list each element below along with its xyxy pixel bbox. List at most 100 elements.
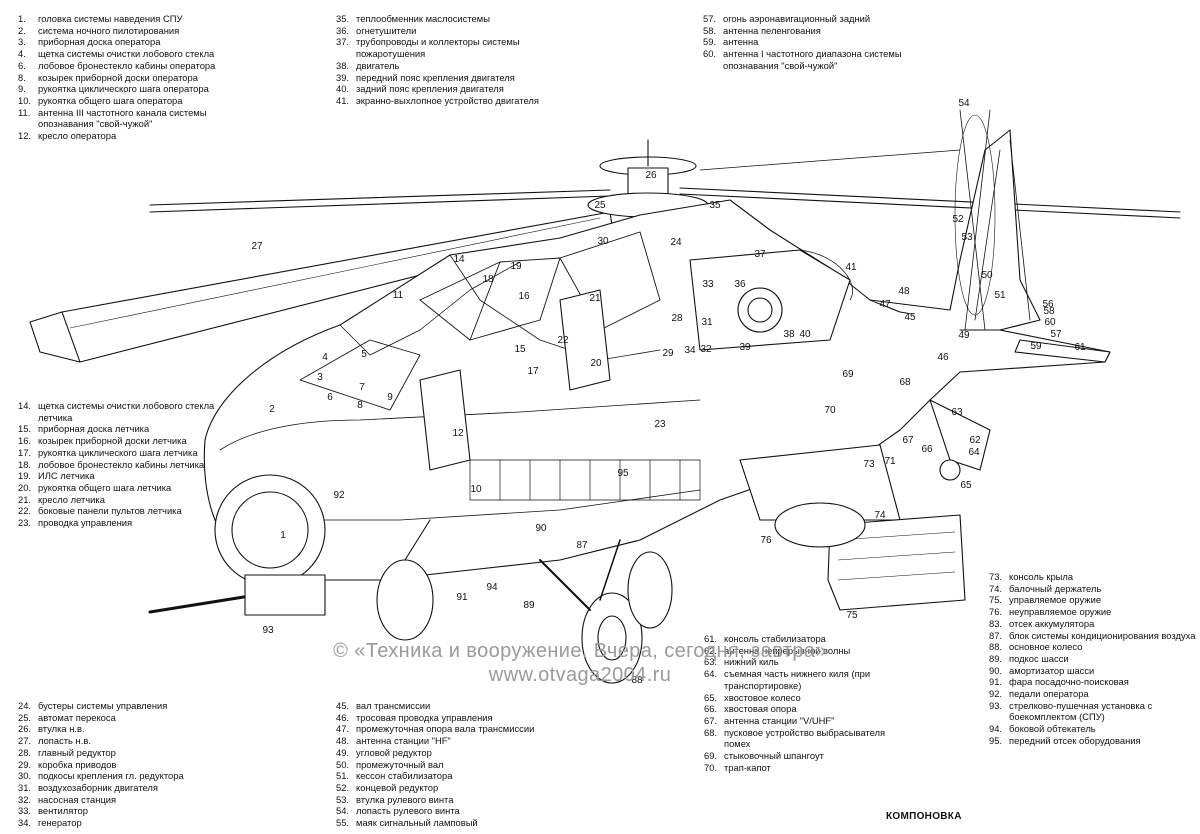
legend-item: 33.вентилятор: [18, 805, 218, 817]
legend-item-number: 31.: [18, 781, 32, 793]
legend-item-number: 53.: [336, 793, 350, 805]
callout-30: 30: [597, 236, 609, 247]
callout-58: 58: [1043, 306, 1055, 317]
legend-item: 51.кессон стабилизатора: [336, 770, 536, 782]
legend-item: 93.стрелково-пушечная установка с боеком…: [989, 700, 1194, 723]
legend-item: 91.фара посадочно-поисковая: [989, 676, 1194, 688]
legend-item: 11.антенна III частотного канала системы…: [18, 107, 218, 130]
legend-item: 68.пусковое устройство выбрасывателя пом…: [704, 727, 904, 750]
legend-item: 89.подкос шасси: [989, 653, 1194, 665]
callout-91: 91: [456, 592, 468, 603]
tail-boom: [869, 129, 1041, 331]
legend-item-text: приборная доска летчика: [38, 423, 150, 435]
legend-item-number: 46.: [336, 711, 350, 723]
legend-item-number: 45.: [336, 700, 350, 711]
legend-item-number: 90.: [989, 664, 1003, 676]
legend-item: 48.антенна станции "HF": [336, 735, 536, 747]
callout-37: 37: [754, 249, 766, 260]
legend-item-text: педали оператора: [1009, 688, 1089, 700]
lower-tail-fin: [929, 399, 991, 471]
legend-item-text: промежуточный вал: [356, 758, 444, 770]
nose-sensor-turret: [214, 474, 326, 586]
callout-31: 31: [701, 317, 713, 328]
legend-item-number: 10.: [18, 94, 32, 106]
legend-item-number: 76.: [989, 606, 1003, 618]
callout-28: 28: [671, 313, 683, 324]
legend-item-number: 63.: [704, 656, 718, 668]
legend-item-number: 39.: [336, 71, 350, 83]
legend-item: 83.отсек аккумулятора: [989, 618, 1194, 630]
callout-59: 59: [1030, 341, 1042, 352]
legend-item: 28.главный редуктор: [18, 747, 218, 759]
callout-69: 69: [842, 369, 854, 380]
callout-88: 88: [631, 675, 643, 686]
callout-38: 38: [783, 329, 795, 340]
legend-item-number: 94.: [989, 723, 1003, 735]
legend-item-text: угловой редуктор: [356, 746, 432, 758]
legend-item-text: хвостовое колесо: [724, 691, 801, 703]
legend-item-number: 49.: [336, 746, 350, 758]
callout-39: 39: [739, 342, 751, 353]
legend-item-text: антенна I частотного диапазона системы о…: [723, 48, 902, 71]
legend-item: 25.автомат перекоса: [18, 712, 218, 724]
legend-item: 52.концевой редуктор: [336, 782, 536, 794]
callout-74: 74: [874, 510, 886, 521]
legend-item-text: трубопроводы и коллекторы системы пожаро…: [356, 36, 520, 60]
callout-89: 89: [523, 600, 535, 611]
legend-item-text: лопасть н.в.: [38, 735, 91, 747]
legend-item-number: 60.: [703, 48, 717, 60]
stabilizer: [1014, 339, 1111, 363]
legend-item: 20.рукоятка общего шага летчика: [18, 482, 218, 494]
callout-64: 64: [968, 447, 980, 458]
legend-item-text: антенна станции "HF": [356, 735, 451, 747]
legend-item-number: 64.: [704, 668, 718, 680]
legend-item: 29.коробка приводов: [18, 759, 218, 771]
legend-item: 41.экранно-выхлопное устройство двигател…: [336, 94, 539, 107]
legend-item: 23.проводка управления: [18, 517, 218, 529]
legend-item-text: экранно-выхлопное устройство двигателя: [356, 94, 539, 106]
legend-item-number: 58.: [703, 24, 717, 36]
legend-item: 17.рукоятка циклического шага летчика: [18, 447, 218, 459]
legend-item: 36.огнетушители: [336, 25, 536, 37]
legend-item-text: головка системы наведения СПУ: [38, 13, 183, 24]
legend-item-text: антенна пеленгования: [723, 24, 821, 36]
legend-item-number: 93.: [989, 699, 1003, 711]
legend-item: 50.промежуточный вал: [336, 759, 536, 771]
callout-54: 54: [958, 98, 970, 109]
legend-item-number: 20.: [18, 481, 32, 493]
legend-item-number: 24.: [18, 700, 32, 711]
legend-item: 9.рукоятка циклического шага оператора: [18, 83, 218, 95]
legend-item-text: антенна: [723, 36, 759, 48]
legend-item-text: главный редуктор: [38, 746, 116, 758]
legend-item: 88.основное колесо: [989, 641, 1194, 653]
callout-29: 29: [662, 348, 674, 359]
legend-item-text: антенна III частотного канала системы оп…: [38, 106, 207, 130]
legend-item-number: 34.: [18, 817, 32, 829]
watermark-copyright: © «Техника и вооружение. Вчера, сегодня,…: [333, 640, 827, 662]
legend-item-number: 23.: [18, 517, 32, 529]
callout-87: 87: [576, 540, 588, 551]
legend-item-text: балочный держатель: [1009, 582, 1102, 594]
callout-14: 14: [453, 254, 465, 265]
legend-item: 62.антенна непрерывной волны: [704, 645, 904, 657]
legend-item-text: антенна непрерывной волны: [724, 644, 851, 656]
legend-item-text: трап-капот: [724, 761, 771, 773]
legend-item: 87.блок системы кондиционирования воздух…: [989, 630, 1195, 642]
callout-3: 3: [317, 372, 323, 383]
legend-item: 39. передний пояс крепления двигателя: [336, 72, 536, 84]
legend-item-text: рукоятка общего шага оператора: [38, 94, 183, 106]
legend-item: 63.нижний киль: [704, 656, 904, 668]
legend-item-text: щетка системы очистки лобового стекла: [38, 48, 215, 60]
callout-49: 49: [958, 330, 970, 341]
legend-item: 26.втулка н.в.: [18, 723, 218, 735]
legend-item: 66.хвостовая опора: [704, 703, 904, 715]
legend-item-number: 36.: [336, 24, 350, 36]
callout-63: 63: [951, 407, 963, 418]
legend-item-text: передний пояс крепления двигателя: [356, 71, 515, 83]
legend-item-text: лопасть рулевого винта: [356, 805, 460, 817]
legend-item: 55.маяк сигнальный ламповый: [336, 817, 536, 829]
callout-23: 23: [654, 419, 666, 430]
